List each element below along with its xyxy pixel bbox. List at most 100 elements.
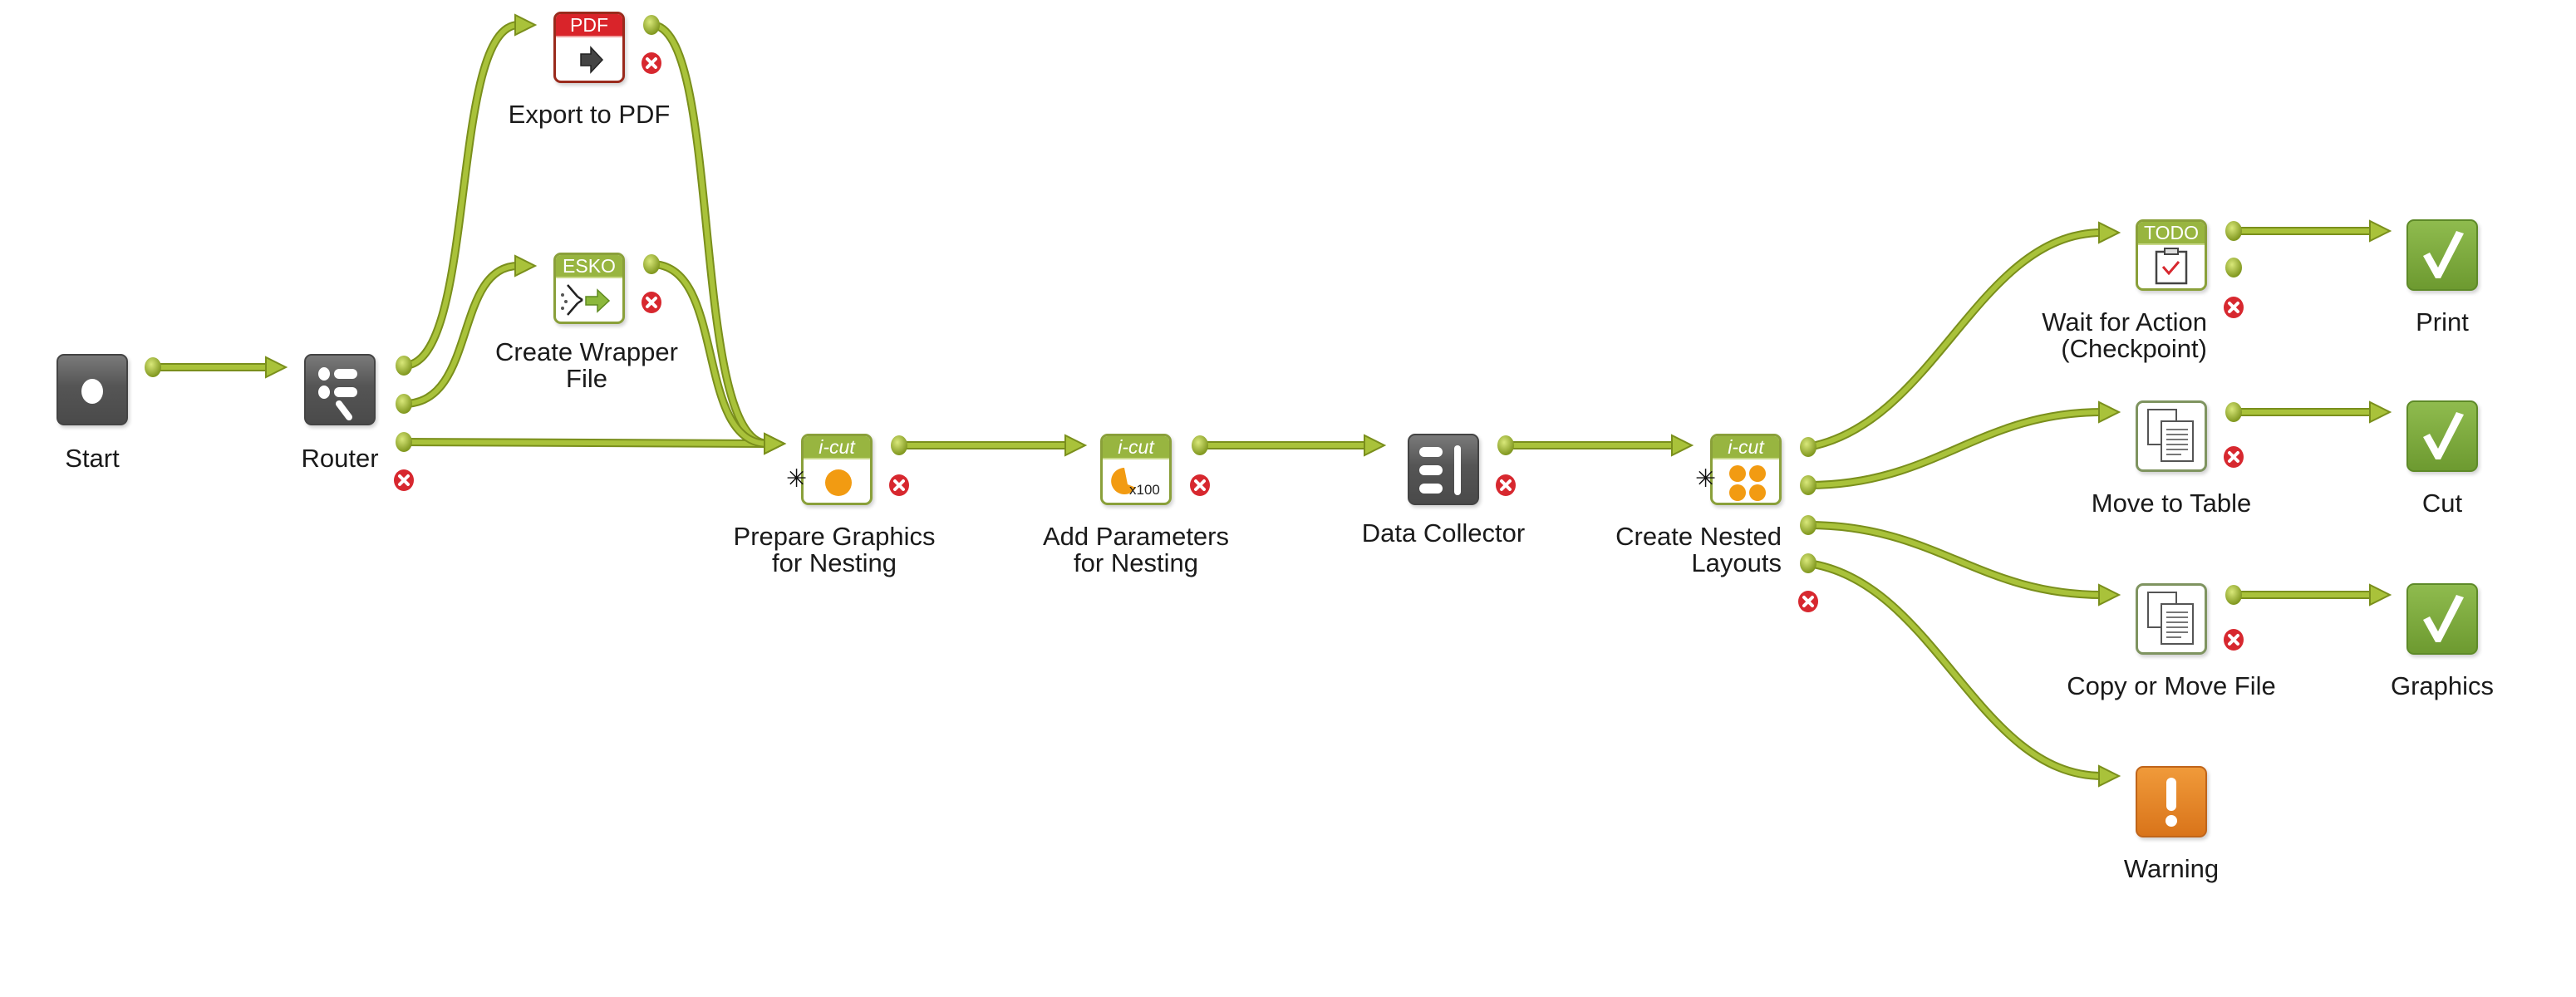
graphics-label: Graphics — [2390, 671, 2495, 700]
output-port[interactable] — [396, 432, 412, 452]
arrowhead-icon — [514, 254, 538, 277]
arrowhead-icon — [764, 432, 787, 455]
error-port-icon[interactable] — [642, 292, 661, 313]
graphics-node[interactable] — [2406, 583, 2478, 655]
connection-collector-nested[interactable] — [1502, 434, 1694, 457]
cut-label: Cut — [2421, 489, 2463, 518]
router-node[interactable] — [304, 354, 376, 425]
router-icon — [318, 367, 357, 420]
output-port[interactable] — [2225, 221, 2242, 241]
error-port-icon[interactable] — [2224, 629, 2244, 651]
error-port-icon[interactable] — [1798, 591, 1818, 612]
router-label: Router — [301, 444, 379, 473]
output-port[interactable] — [1497, 435, 1514, 455]
output-port[interactable] — [891, 435, 907, 455]
warning-node[interactable] — [2136, 766, 2207, 837]
connection-wait-print[interactable] — [2229, 219, 2392, 243]
output-port[interactable] — [396, 356, 412, 376]
arrowhead-icon — [2098, 400, 2121, 424]
create-nested-node[interactable]: i-cut — [1710, 434, 1782, 505]
export-pdf-node[interactable]: PDF — [553, 12, 625, 83]
output-port[interactable] — [1800, 475, 1816, 495]
create-wrapper-label: Create Wrapper File — [495, 337, 678, 393]
output-port[interactable] — [2225, 402, 2242, 422]
pdf-export-icon — [580, 46, 604, 74]
data-collector-node[interactable] — [1408, 434, 1479, 505]
check-icon — [2423, 412, 2464, 459]
arrowhead-icon — [2369, 583, 2392, 607]
arrowhead-icon — [2098, 583, 2121, 607]
connection-nested-warning[interactable] — [1804, 559, 2121, 788]
asterisk-icon: ✳ — [786, 465, 808, 493]
icut-badge: i-cut — [1103, 436, 1169, 459]
output-port[interactable] — [1192, 435, 1208, 455]
output-port[interactable] — [2225, 258, 2242, 277]
error-port-icon[interactable] — [1496, 474, 1516, 496]
count-text: x100 — [1129, 482, 1160, 498]
prepare-graphics-label: Prepare Graphics for Nesting — [733, 522, 936, 577]
error-port-icon[interactable] — [394, 469, 414, 491]
prepare-graphics-node[interactable]: i-cut — [801, 434, 873, 505]
output-port[interactable] — [145, 357, 161, 377]
arrowhead-icon — [1671, 434, 1694, 457]
connection-nested-wait[interactable] — [1804, 221, 2121, 451]
connection-copy-graphics[interactable] — [2229, 583, 2392, 607]
add-parameters-label: Add Parameters for Nesting — [1043, 522, 1229, 577]
output-port[interactable] — [643, 254, 660, 274]
start-node[interactable] — [57, 354, 128, 425]
connection-parameters-collector[interactable] — [1196, 434, 1387, 457]
warning-label: Warning — [2123, 854, 2220, 883]
wait-for-action-node[interactable]: TODO — [2136, 219, 2207, 291]
arrowhead-icon — [514, 13, 538, 37]
output-port[interactable] — [643, 15, 660, 35]
connection-nested-move[interactable] — [1804, 400, 2121, 489]
output-port[interactable] — [1800, 553, 1816, 573]
check-icon — [2423, 595, 2464, 642]
connection-move-cut[interactable] — [2229, 400, 2392, 424]
output-port[interactable] — [1800, 437, 1816, 457]
error-port-icon[interactable] — [1190, 474, 1210, 496]
error-port-icon[interactable] — [642, 52, 661, 74]
copy-move-file-node[interactable] — [2136, 583, 2207, 655]
move-to-table-node[interactable] — [2136, 400, 2207, 472]
esko-wrapper-icon — [561, 284, 611, 316]
copy-move-file-label: Copy or Move File — [2067, 671, 2276, 700]
connection-router-wrapper[interactable] — [400, 254, 538, 408]
esko-badge: ESKO — [556, 255, 622, 278]
todo-badge: TODO — [2138, 222, 2205, 245]
cut-node[interactable] — [2406, 400, 2478, 472]
error-port-icon[interactable] — [2224, 297, 2244, 318]
documents-icon — [2147, 409, 2194, 462]
arrowhead-icon — [265, 356, 288, 379]
create-nested-label: Create Nested Layouts — [1615, 522, 1782, 577]
checkpoint-icon — [2155, 248, 2188, 285]
move-to-table-label: Move to Table — [2091, 489, 2252, 518]
error-port-icon[interactable] — [889, 474, 909, 496]
create-wrapper-node[interactable]: ESKO — [553, 253, 625, 324]
connection-wrapper-prepare[interactable] — [647, 260, 787, 455]
print-node[interactable] — [2406, 219, 2478, 291]
output-port[interactable] — [2225, 585, 2242, 605]
icut-badge: i-cut — [1713, 436, 1779, 459]
arrowhead-icon — [1064, 434, 1088, 457]
documents-icon — [2147, 592, 2194, 645]
connection-router-pdf[interactable] — [400, 13, 538, 370]
add-parameters-node[interactable]: i-cut x100 — [1100, 434, 1172, 505]
connection-nested-copy[interactable] — [1804, 521, 2121, 607]
pdf-badge: PDF — [556, 14, 622, 37]
export-pdf-label: Export to PDF — [508, 100, 671, 129]
error-port-icon[interactable] — [2224, 446, 2244, 468]
wait-for-action-label: Wait for Action (Checkpoint) — [2042, 307, 2207, 363]
arrowhead-icon — [2098, 221, 2121, 244]
check-icon — [2423, 231, 2464, 278]
connection-prepare-parameters[interactable] — [895, 434, 1088, 457]
connection-start-router[interactable] — [149, 356, 288, 379]
output-port[interactable] — [1800, 515, 1816, 535]
icut-badge: i-cut — [804, 436, 870, 459]
arrowhead-icon — [2369, 219, 2392, 243]
output-port[interactable] — [396, 394, 412, 414]
warning-icon — [2166, 778, 2177, 827]
start-label: Start — [65, 444, 120, 473]
arrowhead-icon — [2098, 764, 2121, 788]
